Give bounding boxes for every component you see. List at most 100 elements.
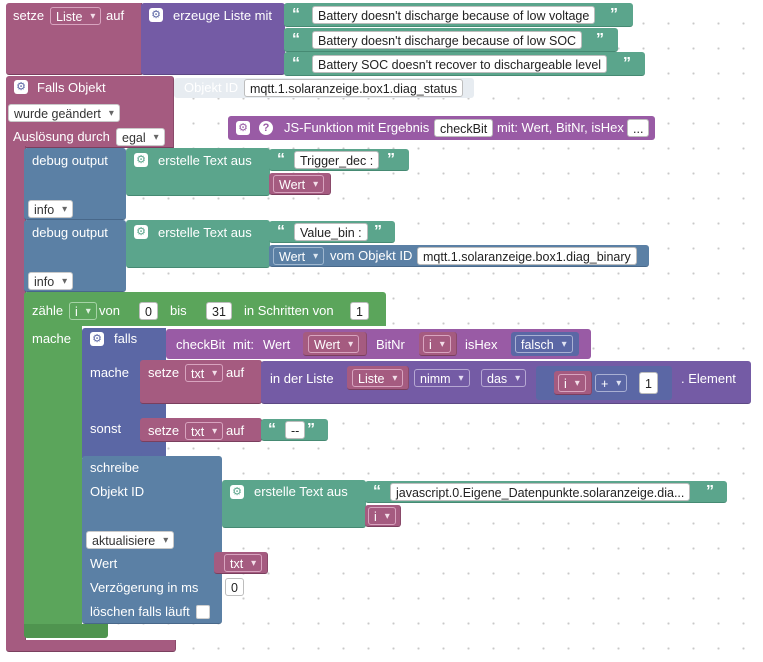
from-label: von	[99, 303, 120, 318]
close-quote-icon: ”	[307, 421, 315, 438]
create-text-label: erstelle Text aus	[158, 225, 252, 240]
create-text-label: erstelle Text aus	[254, 484, 348, 499]
variable-dropdown[interactable]: Wert	[308, 335, 360, 354]
variable-dropdown[interactable]: Wert	[273, 175, 325, 194]
with-label: mit:	[233, 337, 254, 352]
gear-icon[interactable]: ⚙	[90, 332, 104, 346]
in-list-label: in der Liste	[270, 371, 334, 386]
gear-icon[interactable]: ⚙	[14, 80, 28, 94]
close-quote-icon: ”	[387, 151, 395, 168]
variable-dropdown[interactable]: Liste	[352, 369, 404, 388]
from-object-label: vom Objekt ID	[330, 248, 413, 263]
function-name-field[interactable]: checkBit	[434, 119, 494, 137]
object-id-label: Objekt ID	[184, 80, 239, 95]
create-text-block[interactable]	[126, 148, 270, 196]
open-quote-icon: “	[373, 483, 381, 500]
number-field[interactable]: 1	[639, 372, 658, 394]
to-value-field[interactable]: 31	[206, 302, 232, 320]
update-mode-dropdown[interactable]: aktualisiere	[86, 531, 175, 550]
close-quote-icon: ”	[596, 31, 604, 48]
trigger-block-footer	[6, 640, 176, 652]
clear-if-running-checkbox[interactable]	[196, 605, 210, 619]
gear-icon[interactable]: ⚙	[134, 225, 148, 239]
text-literal[interactable]: --	[285, 421, 306, 439]
create-text-block[interactable]	[126, 220, 270, 268]
create-list-block[interactable]	[141, 3, 285, 75]
count-loop-footer	[24, 624, 108, 638]
set-label: setze	[148, 365, 180, 380]
trigger-label: Auslösung durch	[13, 129, 110, 144]
open-quote-icon: “	[292, 6, 300, 23]
list-var-dropdown[interactable]: Liste	[50, 7, 102, 26]
help-icon[interactable]: ?	[259, 121, 273, 135]
bitnr-param-label: BitNr	[376, 337, 405, 352]
gear-icon[interactable]: ⚙	[149, 8, 163, 22]
element-label: . Element	[681, 371, 736, 386]
open-quote-icon: “	[292, 31, 300, 48]
gear-icon[interactable]: ⚙	[230, 485, 244, 499]
wert-param-label: Wert	[263, 337, 291, 352]
log-level-dropdown[interactable]: info	[28, 200, 74, 219]
trigger-title: Falls Objekt	[37, 80, 106, 95]
loop-var-dropdown[interactable]: i	[69, 302, 97, 321]
close-quote-icon: ”	[706, 483, 714, 500]
variable-dropdown[interactable]: i	[368, 507, 396, 526]
gear-icon[interactable]: ⚙	[236, 121, 250, 135]
write-label: schreibe	[90, 460, 140, 475]
txt-var-dropdown[interactable]: txt	[185, 364, 224, 383]
if-else-footer	[82, 444, 142, 456]
trigger-dropdown[interactable]: egal	[116, 128, 165, 147]
close-quote-icon: ”	[623, 55, 631, 72]
debug-output-label: debug output	[32, 225, 108, 240]
gear-icon[interactable]: ⚙	[134, 153, 148, 167]
text-literal[interactable]: Battery doesn't discharge because of low…	[312, 6, 596, 24]
mode-dropdown[interactable]: nimm	[414, 369, 470, 388]
do-label: mache	[32, 331, 72, 346]
debug-output-label: debug output	[32, 153, 108, 168]
text-literal[interactable]: Value_bin :	[294, 223, 368, 241]
object-id-field[interactable]: mqtt.1.solaranzeige.box1.diag_status	[244, 79, 464, 97]
txt-var-dropdown[interactable]: txt	[185, 422, 224, 441]
attribute-dropdown[interactable]: Wert	[273, 247, 325, 266]
from-value-field[interactable]: 0	[139, 302, 158, 320]
text-literal[interactable]: Battery doesn't discharge because of low…	[312, 31, 583, 49]
variable-dropdown[interactable]: i	[423, 335, 451, 354]
create-text-block[interactable]	[222, 480, 366, 528]
open-quote-icon: “	[268, 421, 276, 438]
delay-label: Verzögerung in ms	[90, 580, 199, 595]
step-label: in Schritten von	[244, 303, 334, 318]
set-label: setze	[13, 8, 45, 23]
count-label: zähle	[32, 303, 64, 318]
delay-value-field[interactable]: 0	[225, 578, 244, 596]
text-literal[interactable]: Trigger_dec :	[294, 151, 380, 169]
close-quote-icon: ”	[374, 223, 382, 240]
if-label: falls	[114, 331, 138, 346]
else-label: sonst	[90, 421, 122, 436]
to-label: auf	[106, 8, 125, 23]
open-quote-icon: “	[292, 55, 300, 72]
open-quote-icon: “	[277, 151, 285, 168]
variable-dropdown[interactable]: txt	[224, 554, 263, 573]
clear-if-running-label: löschen falls läuft	[90, 604, 190, 619]
boolean-dropdown[interactable]: falsch	[515, 335, 573, 354]
position-dropdown[interactable]: das	[481, 369, 527, 388]
trigger-block-spine	[6, 146, 26, 648]
create-text-label: erstelle Text aus	[158, 153, 252, 168]
log-level-dropdown[interactable]: info	[28, 272, 74, 291]
text-literal[interactable]: Battery SOC doesn't recover to discharge…	[312, 55, 608, 73]
object-id-field[interactable]: mqtt.1.solaranzeige.box1.diag_binary	[417, 247, 637, 265]
condition-dropdown[interactable]: wurde geändert	[8, 104, 120, 123]
to-label: auf	[226, 423, 245, 438]
object-id-label: Objekt ID	[90, 484, 145, 499]
step-value-field[interactable]: 1	[350, 302, 369, 320]
operator-dropdown[interactable]: +	[595, 374, 628, 393]
text-literal[interactable]: javascript.0.Eigene_Datenpunkte.solaranz…	[390, 483, 691, 501]
function-args-label: mit: Wert, BitNr, isHex	[497, 120, 624, 135]
open-quote-icon: “	[277, 223, 285, 240]
count-loop-spine	[24, 325, 82, 626]
to-label: auf	[226, 365, 245, 380]
more-args-button[interactable]: ...	[627, 119, 650, 137]
function-call-label: checkBit	[176, 337, 226, 352]
ishex-param-label: isHex	[465, 337, 498, 352]
variable-dropdown[interactable]: i	[558, 374, 586, 393]
